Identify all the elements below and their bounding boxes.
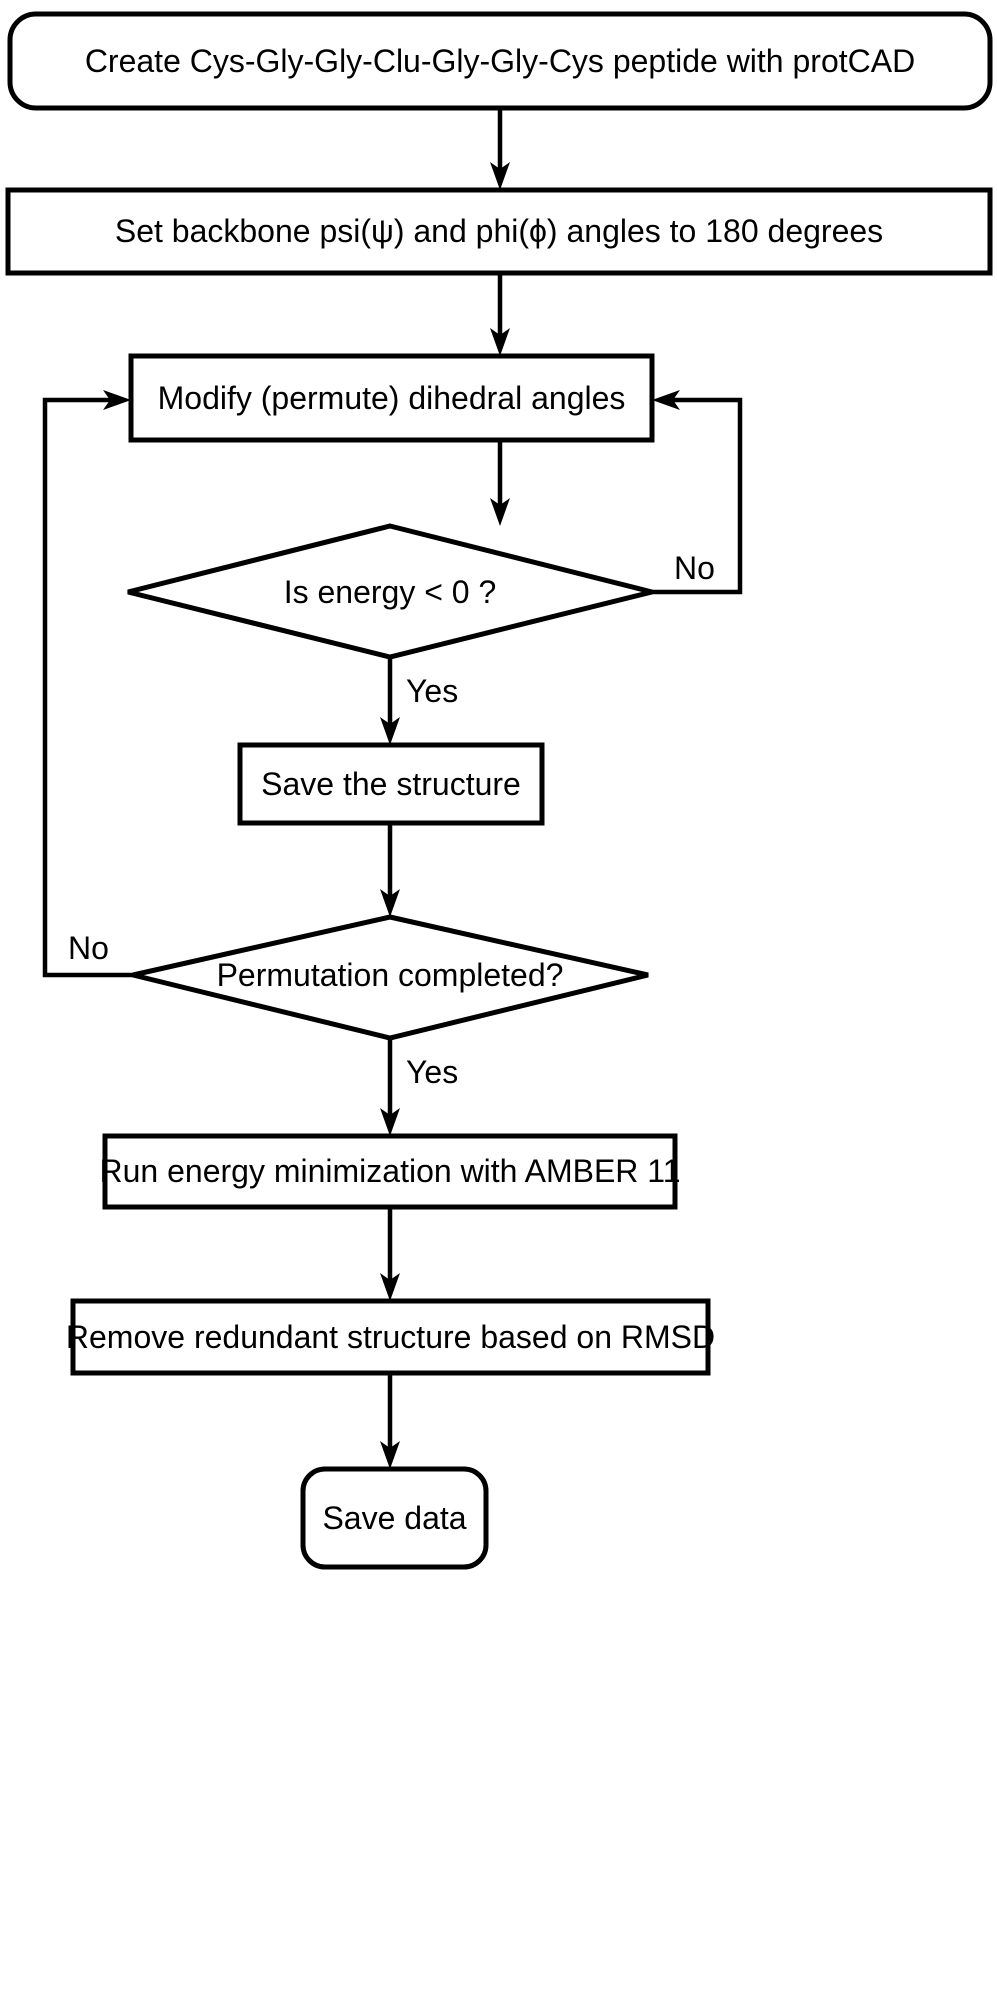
connector-energy-yes-to-save-structure xyxy=(380,657,400,745)
node-save-data-shape[interactable] xyxy=(300,1466,489,1570)
node-start-shape[interactable] xyxy=(7,11,993,111)
connector-save-structure-to-permutation xyxy=(380,823,400,917)
connector-remove-redundant-to-save-data xyxy=(380,1373,400,1469)
connector-energy-no-loop xyxy=(652,390,743,595)
node-permutation-decision-shape[interactable] xyxy=(132,914,649,1041)
connector-minimization-to-remove-redundant xyxy=(380,1207,400,1301)
edge-label-energy-yes: Yes xyxy=(406,673,459,709)
node-save-structure-shape[interactable] xyxy=(237,742,545,826)
node-remove-redundant-shape[interactable] xyxy=(70,1298,711,1376)
connector-modify-to-energy-decision xyxy=(490,440,510,526)
node-set-angles-shape[interactable] xyxy=(5,187,993,276)
connector-permutation-yes-to-minimization xyxy=(380,1038,400,1136)
connector-start-to-set-angles xyxy=(490,108,510,190)
node-run-minimization-shape[interactable] xyxy=(102,1133,678,1210)
edge-label-permutation-no: No xyxy=(68,930,109,966)
connector-set-angles-to-modify xyxy=(490,273,510,356)
node-energy-decision-shape[interactable] xyxy=(127,523,653,660)
edge-label-energy-no: No xyxy=(674,550,715,586)
connector-permutation-no-loop xyxy=(42,390,133,978)
node-modify-dihedral-shape[interactable] xyxy=(128,353,655,443)
edge-label-permutation-yes: Yes xyxy=(406,1054,459,1090)
